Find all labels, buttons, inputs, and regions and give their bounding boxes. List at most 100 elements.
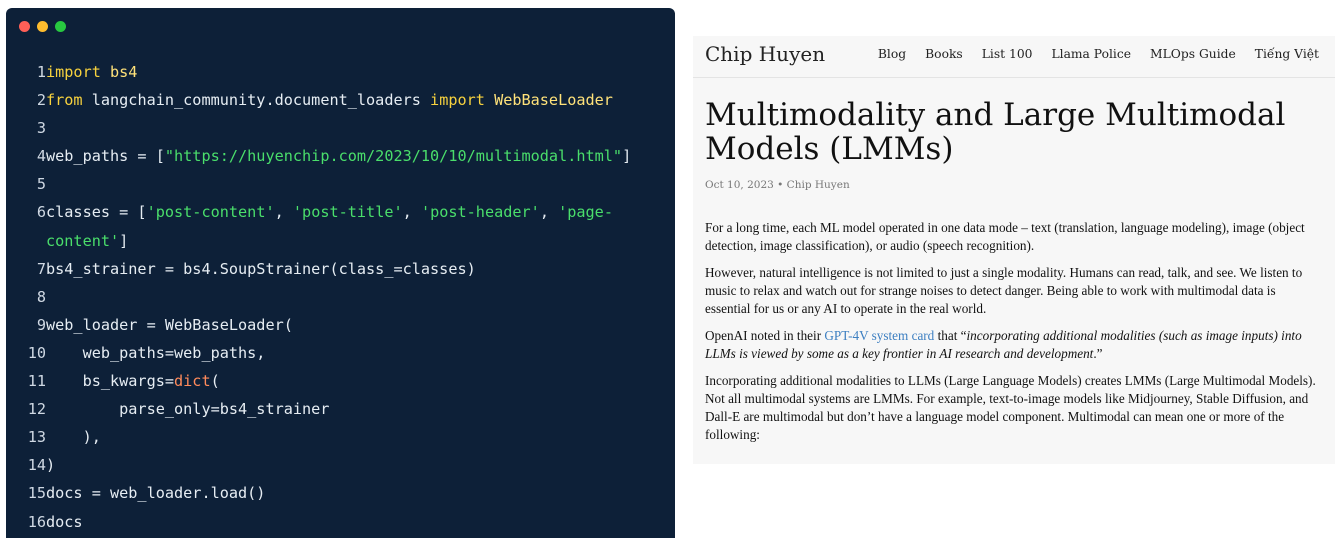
- paragraph-3-lead: OpenAI noted in their: [705, 328, 825, 343]
- post-content: For a long time, each ML model operated …: [705, 219, 1320, 453]
- line-number: 1: [36, 63, 46, 81]
- code-text: [46, 114, 675, 142]
- line-number: 8: [36, 287, 46, 306]
- code-text: bs_kwargs=dict(: [46, 367, 675, 395]
- code-line: 10 web_paths=web_paths,: [6, 339, 675, 367]
- code-token: (: [210, 372, 220, 391]
- code-token: WebBaseLoader: [484, 91, 613, 110]
- code-line: 16 docs: [6, 508, 675, 536]
- code-text: from langchain_community.document_loader…: [46, 86, 675, 114]
- code-token: 'post-title': [292, 203, 403, 222]
- code-text: docs = web_loader.load(): [46, 479, 675, 507]
- line-number: 16: [27, 512, 46, 531]
- code-line: 11 bs_kwargs=dict(: [6, 367, 675, 395]
- code-line: 4 web_paths = ["https://huyenchip.com/20…: [6, 142, 675, 170]
- minimize-window-dot[interactable]: [37, 21, 48, 32]
- code-text: [46, 170, 675, 198]
- code-text: web_paths=web_paths,: [46, 339, 675, 367]
- code-line: 9 web_loader = WebBaseLoader(: [6, 311, 675, 339]
- code-token: docs = web_loader.load(): [46, 484, 266, 503]
- webpage-panel: Chip Huyen Blog Books List 100 Llama Pol…: [693, 36, 1335, 464]
- site-nav: Blog Books List 100 Llama Police MLOps G…: [878, 47, 1319, 61]
- code-token: ): [46, 456, 56, 475]
- code-line: 7 bs4_strainer = bs4.SoupStrainer(class_…: [6, 255, 675, 283]
- code-token: import: [430, 91, 485, 110]
- code-line: 5: [6, 170, 675, 198]
- code-line: 15 docs = web_loader.load(): [6, 479, 675, 507]
- code-line: 1 import bs4: [6, 58, 675, 86]
- line-number: 12: [27, 400, 46, 419]
- line-number: 15: [27, 484, 46, 503]
- code-token: ,: [402, 203, 421, 222]
- quote-text: incorporating additional modalities (suc…: [705, 328, 1302, 361]
- code-text: ),: [46, 423, 675, 451]
- code-token: docs: [46, 512, 83, 531]
- code-text: [46, 283, 675, 311]
- nav-mlops-guide[interactable]: MLOps Guide: [1150, 47, 1236, 61]
- code-token: ),: [46, 428, 101, 447]
- nav-llama-police[interactable]: Llama Police: [1051, 47, 1132, 61]
- nav-list-100[interactable]: List 100: [981, 47, 1033, 61]
- code-token: ,: [274, 203, 293, 222]
- line-number: 5: [36, 175, 46, 194]
- line-number: 14: [27, 456, 46, 475]
- code-line: 8: [6, 283, 675, 311]
- code-token: 'post-header': [420, 203, 540, 222]
- nav-blog[interactable]: Blog: [877, 47, 907, 61]
- code-token: parse_only=bs4_strainer: [46, 400, 330, 419]
- paragraph-3: OpenAI noted in their GPT-4V system card…: [705, 327, 1320, 363]
- code-token: web_paths = [: [46, 147, 165, 166]
- code-text: web_loader = WebBaseLoader(: [46, 311, 675, 339]
- code-line: 6 classes = ['post-content', 'post-title…: [6, 198, 675, 254]
- code-token: classes = [: [46, 203, 147, 222]
- paragraph-1: For a long time, each ML model operated …: [705, 220, 1305, 253]
- line-number: 4: [36, 147, 46, 166]
- code-text: classes = ['post-content', 'post-title',…: [46, 198, 641, 254]
- post-meta: Oct 10, 2023 • Chip Huyen: [705, 179, 850, 191]
- line-number: 9: [36, 315, 46, 334]
- site-header: Chip Huyen Blog Books List 100 Llama Pol…: [693, 36, 1335, 78]
- code-token: "https://huyenchip.com/2023/10/10/multim…: [164, 147, 623, 166]
- nav-books[interactable]: Books: [925, 47, 963, 61]
- paragraph-3-end: .”: [1093, 346, 1103, 361]
- line-number: 13: [27, 428, 46, 447]
- code-text: parse_only=bs4_strainer: [46, 395, 675, 423]
- code-token: ]: [622, 147, 632, 166]
- code-token: .document_loaders: [265, 91, 431, 110]
- code-line: 14 ): [6, 451, 675, 479]
- code-line: 2 from langchain_community.document_load…: [6, 86, 675, 114]
- code-token: 'page-content': [46, 203, 613, 250]
- maximize-window-dot[interactable]: [55, 21, 66, 32]
- line-number: 6: [36, 203, 46, 222]
- code-token: web_loader = WebBaseLoader(: [46, 315, 293, 334]
- line-number: 3: [36, 119, 46, 138]
- code-token: web_paths=web_paths,: [46, 343, 266, 362]
- code-line: 13 ),: [6, 423, 675, 451]
- code-token: import: [46, 63, 101, 81]
- code-text: bs4_strainer = bs4.SoupStrainer(class_=c…: [46, 255, 675, 283]
- code-token: ]: [119, 231, 129, 250]
- gpt4v-system-card-link[interactable]: GPT-4V system card: [824, 328, 935, 343]
- code-text: docs: [46, 508, 675, 536]
- code-line: 12 parse_only=bs4_strainer: [6, 395, 675, 423]
- code-text: ): [46, 451, 675, 479]
- code-token: bs_kwargs=: [46, 372, 175, 391]
- nav-tieng-viet[interactable]: Tiếng Việt: [1254, 47, 1319, 61]
- line-number: 2: [36, 91, 46, 110]
- paragraph-2: However, natural intelligence is not lim…: [705, 265, 1303, 316]
- post-title: Multimodality and Large Multimodal Model…: [705, 97, 1286, 167]
- site-title[interactable]: Chip Huyen: [705, 42, 826, 66]
- code-token: bs4: [100, 63, 138, 81]
- paragraph-4: Incorporating additional modalities to L…: [705, 373, 1316, 442]
- paragraph-3-mid: that “: [934, 328, 967, 343]
- code-line: 3: [6, 114, 675, 142]
- code-text: web_paths = ["https://huyenchip.com/2023…: [46, 142, 675, 170]
- code-text: import bs4: [46, 58, 675, 86]
- code-token: 'post-content': [146, 203, 275, 222]
- code-token: ,: [539, 203, 559, 222]
- code-token: langchain_community: [82, 91, 266, 110]
- code-token: from: [46, 91, 83, 110]
- close-window-dot[interactable]: [19, 21, 30, 32]
